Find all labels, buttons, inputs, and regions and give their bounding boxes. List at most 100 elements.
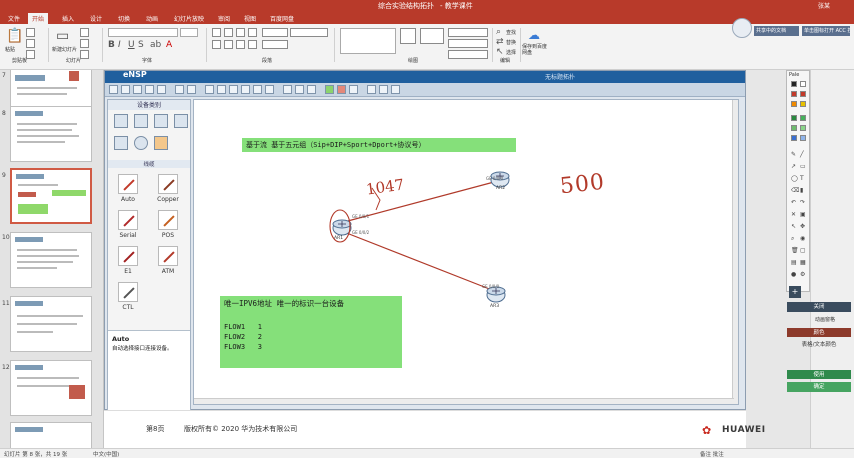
thumbnail-slide-8[interactable]	[10, 106, 92, 162]
pen-color-lightblue[interactable]	[800, 135, 806, 141]
ellipse-tool-icon[interactable]	[265, 85, 274, 94]
switch-category-icon[interactable]	[134, 114, 148, 128]
notice-shared-doc[interactable]: 共享中的文档	[754, 26, 799, 36]
save-as-icon[interactable]	[145, 85, 154, 94]
line-icon[interactable]: ╱	[800, 151, 804, 158]
redo-icon[interactable]	[187, 85, 196, 94]
align-left-icon[interactable]	[212, 40, 221, 49]
zoom-icon[interactable]: ⌕	[791, 235, 795, 242]
router-category-icon[interactable]	[114, 114, 128, 128]
spotlight-icon[interactable]: ◉	[800, 235, 806, 242]
tab-design[interactable]: 设计	[90, 16, 103, 23]
pen-icon[interactable]: ✎	[791, 151, 797, 158]
shape-effects-icon[interactable]	[448, 50, 488, 59]
firewall-category-icon[interactable]	[174, 114, 188, 128]
new-slide-button[interactable]: 新建幻灯片	[52, 47, 78, 53]
cable-copper-icon[interactable]	[158, 174, 178, 194]
language-indicator[interactable]: 中文(中国)	[93, 452, 120, 458]
copy-icon[interactable]	[26, 39, 35, 48]
numbering-icon[interactable]	[224, 28, 233, 37]
strikethrough-icon[interactable]: ab	[150, 40, 162, 50]
baidu-cloud-icon[interactable]: ☁	[528, 28, 540, 42]
clear-icon[interactable]: ✕	[791, 211, 797, 218]
new-slide-icon[interactable]: ▭	[56, 28, 70, 44]
cable-atm-icon[interactable]	[158, 246, 178, 266]
italic-icon[interactable]: I	[118, 40, 121, 50]
thumbnail-slide-11[interactable]	[10, 296, 92, 352]
indent-icon[interactable]	[236, 28, 245, 37]
shape-fill-icon[interactable]	[448, 28, 488, 37]
apply-button[interactable]: 使用	[787, 370, 851, 379]
cable-e1-icon[interactable]	[118, 246, 138, 266]
format-painter-icon[interactable]	[26, 50, 35, 59]
tab-review[interactable]: 审阅	[218, 16, 231, 23]
lock-icon[interactable]: ▢	[800, 247, 806, 254]
thumbnail-slide-12[interactable]	[10, 360, 92, 416]
undo-icon[interactable]	[175, 85, 184, 94]
select-icon[interactable]: ↖	[496, 47, 504, 57]
select-tool-icon[interactable]	[205, 85, 214, 94]
open-icon[interactable]	[121, 85, 130, 94]
notes-comments[interactable]: 备注 批注	[700, 452, 724, 458]
whiteboard-icon[interactable]: ▦	[800, 259, 806, 266]
tab-insert[interactable]: 插入	[62, 16, 75, 23]
shadow-icon[interactable]: S	[138, 40, 144, 50]
text-icon[interactable]: T	[800, 175, 804, 182]
underline-icon[interactable]: U	[128, 40, 135, 50]
pen-color-green-3[interactable]	[791, 125, 797, 131]
zoom-in-icon[interactable]	[283, 85, 292, 94]
pen-color-orange[interactable]	[791, 101, 797, 107]
text-direction-icon[interactable]	[262, 28, 288, 37]
layout-icon[interactable]	[80, 28, 89, 37]
router-ar2-label[interactable]: AR2	[496, 186, 506, 191]
console-icon[interactable]	[379, 85, 388, 94]
pen-color-red[interactable]	[791, 91, 797, 97]
cable-auto-icon[interactable]	[118, 174, 138, 194]
canvas-hscroll[interactable]	[194, 398, 734, 404]
ellipse-icon[interactable]: ◯	[791, 175, 798, 182]
rect-tool-icon[interactable]	[253, 85, 262, 94]
router-ar1-label[interactable]: AR1	[334, 236, 344, 241]
hand-tool-icon[interactable]	[217, 85, 226, 94]
ipv6-note-box[interactable]: 唯一IPV6地址 唯一的标识一台设备 FLOW1 1 FLOW2 2 FLOW3…	[220, 296, 402, 368]
canvas-vscroll[interactable]	[732, 100, 738, 404]
quick-styles-icon[interactable]	[420, 28, 444, 44]
tab-animations[interactable]: 动画	[146, 16, 159, 23]
color-label[interactable]: 颜色	[787, 328, 851, 337]
justify-icon[interactable]	[248, 40, 257, 49]
settings-pen-icon[interactable]: ⚙	[800, 271, 806, 278]
pen-color-black[interactable]	[791, 81, 797, 87]
align-right-icon[interactable]	[236, 40, 245, 49]
cable-ctl-icon[interactable]	[118, 282, 138, 302]
font-name-select[interactable]	[108, 28, 178, 37]
arrow-icon[interactable]: ↗	[791, 163, 797, 170]
capture-icon[interactable]	[349, 85, 358, 94]
topology-grid-icon[interactable]	[367, 85, 376, 94]
start-device-icon[interactable]	[325, 85, 334, 94]
text-tool-icon[interactable]	[241, 85, 250, 94]
tab-view[interactable]: 视图	[244, 16, 257, 23]
cable-category-icon[interactable]	[154, 136, 168, 150]
align-center-icon[interactable]	[224, 40, 233, 49]
close-button[interactable]: 关闭	[787, 302, 851, 312]
router-ar3-label[interactable]: AR3	[490, 304, 500, 309]
pen-color-green-4[interactable]	[800, 125, 806, 131]
topology-canvas[interactable]: 基于流 基于五元组（Sip+DIP+Sport+Dport+协议号） 唯一IPV…	[193, 99, 739, 405]
save-to-baidu-button[interactable]: 保存到百度网盘	[522, 44, 548, 56]
save-pen-icon[interactable]: ▣	[800, 211, 806, 218]
zoom-out-icon[interactable]	[295, 85, 304, 94]
font-size-select[interactable]	[180, 28, 198, 37]
highlighter-icon[interactable]: ▮	[800, 187, 804, 194]
tab-file[interactable]: 文件	[8, 16, 21, 23]
new-topology-icon[interactable]	[109, 85, 118, 94]
add-button[interactable]: +	[789, 286, 801, 298]
rectangle-icon[interactable]: ▭	[800, 163, 806, 170]
ok-button[interactable]: 确定	[787, 382, 851, 392]
pen-color-white[interactable]	[800, 81, 806, 87]
reset-icon[interactable]	[80, 39, 89, 48]
pen-color-yellow[interactable]	[800, 101, 806, 107]
replace-button[interactable]: 替换	[506, 40, 517, 46]
font-color-icon[interactable]: A	[166, 40, 173, 50]
find-icon[interactable]: ⌕	[496, 27, 502, 37]
pen-color-red-2[interactable]	[800, 91, 806, 97]
